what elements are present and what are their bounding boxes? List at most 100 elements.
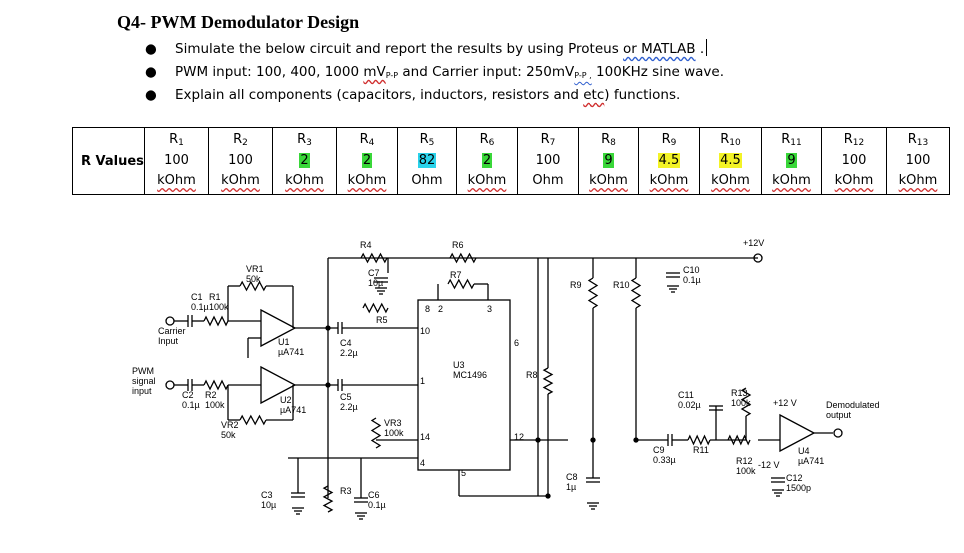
resistor-icon — [239, 280, 267, 292]
r-value: 4.5 — [639, 150, 699, 172]
resistor-icon — [727, 434, 751, 446]
junction-dot — [545, 493, 551, 499]
instruction-list: ●Simulate the below circuit and report t… — [145, 38, 724, 107]
r-value: 2 — [457, 150, 517, 172]
resistor-icon — [362, 302, 389, 314]
r-value: 82 — [398, 150, 456, 172]
r-name: R9 — [661, 132, 677, 148]
r-value: 100 — [887, 150, 949, 172]
r-unit: kOhm — [337, 172, 397, 194]
bullet-text: ) functions. — [604, 87, 681, 103]
opamp-u1-icon — [260, 308, 297, 348]
r-name: R3 — [297, 132, 312, 148]
r-value-text: 2 — [299, 153, 310, 168]
r-unit-text: Ohm — [532, 173, 564, 188]
resistor-icon — [360, 252, 388, 264]
r-unit: kOhm — [209, 172, 272, 194]
schematic-label: R3 — [340, 486, 352, 496]
r-unit-text: kOhm — [711, 173, 750, 188]
bullet-text: Explain all components (capacitors, indu… — [175, 87, 584, 103]
opamp-u2-icon — [260, 365, 297, 405]
junction-dot — [325, 325, 331, 331]
r-unit: kOhm — [762, 172, 821, 194]
resistor-icon — [322, 485, 334, 513]
r-value: 9 — [762, 150, 821, 172]
schematic-label: -12 V — [758, 460, 780, 470]
r-value-text: 4.5 — [719, 153, 742, 168]
resistor-icon — [447, 278, 475, 290]
pin-number: 5 — [461, 468, 466, 478]
schematic-label: R7 — [450, 270, 462, 280]
bullet-icon: ● — [145, 41, 157, 57]
r-unit: kOhm — [273, 172, 336, 194]
bullet-text: . — [695, 41, 705, 57]
schematic-label: R9 — [570, 280, 582, 290]
schematic-label: R11 — [693, 445, 709, 455]
list-item: ●Explain all components (capacitors, ind… — [145, 84, 724, 107]
carrier-input-terminal — [165, 316, 175, 326]
r-value: 2 — [337, 150, 397, 172]
r-column: R13 100 kOhm — [886, 127, 950, 195]
text-cursor-icon — [706, 39, 708, 56]
bullet-text-marked: etc — [583, 87, 605, 103]
r-unit-text: kOhm — [347, 173, 387, 188]
schematic-label: R6 — [452, 240, 464, 250]
pin-number: 14 — [420, 432, 430, 442]
r-unit-text: kOhm — [772, 173, 811, 188]
r-unit-text: kOhm — [221, 173, 260, 188]
r-value-text: 9 — [603, 153, 614, 168]
junction-dot — [633, 437, 639, 443]
bullet-icon: ● — [145, 64, 157, 80]
bullet-text: and Carrier input: 250mV — [398, 64, 575, 80]
r-name: R13 — [907, 132, 929, 148]
pin-number: 2 — [438, 304, 443, 314]
subscript: P-P , — [574, 71, 592, 80]
r-value-text: 2 — [481, 153, 493, 168]
r-value-text: 100 — [905, 153, 931, 168]
r-name: R6 — [479, 132, 495, 148]
schematic-label: R4 — [360, 240, 372, 250]
r-value-text: 4.5 — [657, 153, 681, 168]
r-unit: kOhm — [700, 172, 761, 194]
r-value-text: 9 — [786, 153, 797, 168]
resistor-icon — [203, 379, 229, 391]
ic-mc1496-icon — [417, 299, 511, 471]
r-unit-text: kOhm — [157, 173, 196, 188]
vcc-terminal — [753, 253, 763, 263]
resistor-icon — [587, 277, 599, 309]
r-value-text: 100 — [841, 153, 867, 168]
schematic-label: R10 — [613, 280, 630, 290]
schematic-label: R5 — [376, 315, 388, 325]
r-unit-text: kOhm — [834, 173, 874, 188]
r-unit-text: kOhm — [589, 173, 628, 188]
resistor-icon — [630, 277, 642, 309]
r-value-text: 2 — [361, 153, 373, 168]
junction-dot — [590, 437, 596, 443]
r-unit: kOhm — [887, 172, 949, 194]
r-unit: kOhm — [822, 172, 886, 194]
